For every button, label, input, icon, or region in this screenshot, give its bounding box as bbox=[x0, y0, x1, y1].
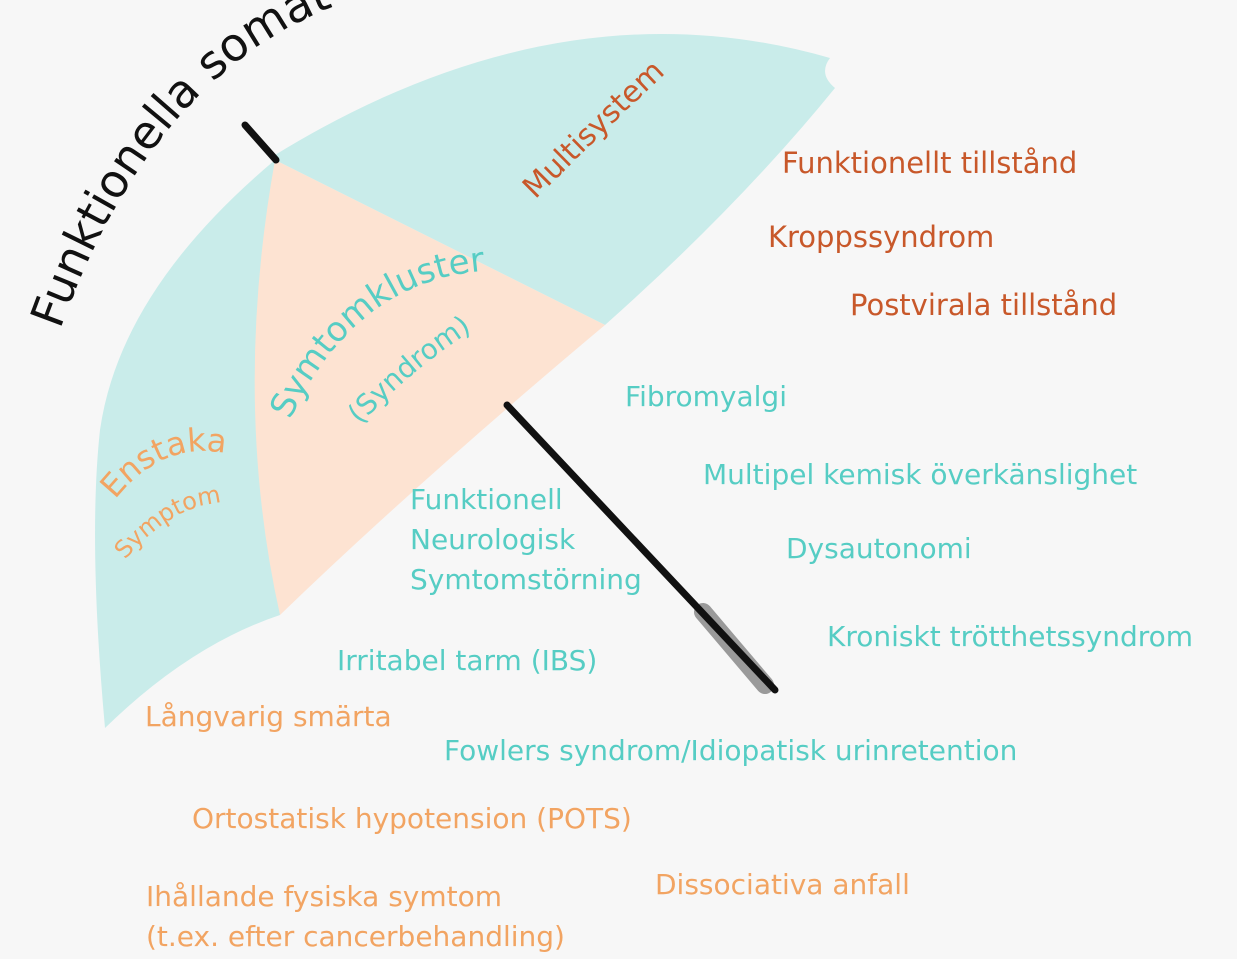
condition-ibs: Irritabel tarm (IBS) bbox=[337, 644, 598, 677]
condition-fowler: Fowlers syndrom/Idiopatisk urinretention bbox=[444, 734, 1018, 767]
condition-pots: Ortostatisk hypotension (POTS) bbox=[192, 802, 632, 835]
condition-body-syndrome: Kroppssyndrom bbox=[768, 220, 995, 254]
condition-chronic-pain: Långvarig smärta bbox=[145, 700, 392, 733]
condition-chronic-fatigue: Kroniskt trötthetssyndrom bbox=[827, 620, 1194, 653]
condition-dysautonomia: Dysautonomi bbox=[786, 532, 972, 565]
condition-persistent-physical-symptoms: Ihållande fysiska symtom (t.ex. efter ca… bbox=[146, 880, 565, 953]
canopy-inner-segment bbox=[254, 160, 605, 615]
canopy-outer-segment bbox=[275, 33, 835, 325]
condition-fibromyalgia: Fibromyalgi bbox=[625, 380, 787, 413]
canopy-left-segment bbox=[95, 160, 280, 728]
umbrella-tip bbox=[241, 121, 280, 164]
condition-postviral: Postvirala tillstånd bbox=[850, 288, 1118, 322]
condition-functional-state: Funktionellt tillstånd bbox=[782, 146, 1078, 180]
condition-mcs: Multipel kemisk överkänslighet bbox=[703, 458, 1138, 491]
umbrella-handle bbox=[503, 401, 779, 694]
condition-dissociative-seizures: Dissociativa anfall bbox=[655, 868, 910, 901]
condition-fnd: Funktionell Neurologisk Symtomstörning bbox=[410, 483, 642, 596]
